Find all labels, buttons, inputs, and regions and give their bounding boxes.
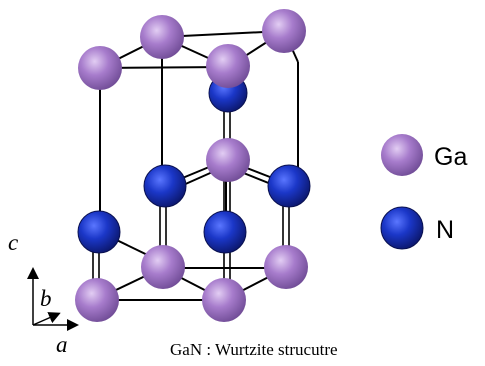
n-atom	[267, 164, 311, 208]
legend-ga-swatch	[381, 134, 423, 176]
ga-atom	[78, 46, 122, 90]
a-axis-label: a	[56, 332, 68, 357]
ga-atom	[262, 9, 306, 53]
figure-caption: GaN : Wurtzite strucutre	[170, 340, 338, 359]
b-axis-label: b	[40, 286, 52, 311]
legend-n-label: N	[436, 216, 454, 244]
legend: Ga N	[380, 134, 467, 250]
c-axis-label: c	[8, 230, 18, 255]
n-atom	[203, 210, 247, 254]
legend-ga-label: Ga	[434, 143, 467, 171]
ga-atom	[202, 278, 246, 322]
bonds	[92, 72, 290, 296]
ga-atom	[141, 245, 185, 289]
ga-atom	[206, 44, 250, 88]
ga-atom	[140, 15, 184, 59]
atoms	[75, 9, 311, 322]
ga-atom	[75, 278, 119, 322]
n-atom	[143, 164, 187, 208]
ga-atom	[206, 138, 250, 182]
b-axis-arrow	[32, 312, 61, 326]
axis-triad: c b a	[8, 230, 79, 357]
legend-n-swatch	[380, 206, 424, 250]
n-atom	[77, 210, 121, 254]
ga-atom	[264, 245, 308, 289]
